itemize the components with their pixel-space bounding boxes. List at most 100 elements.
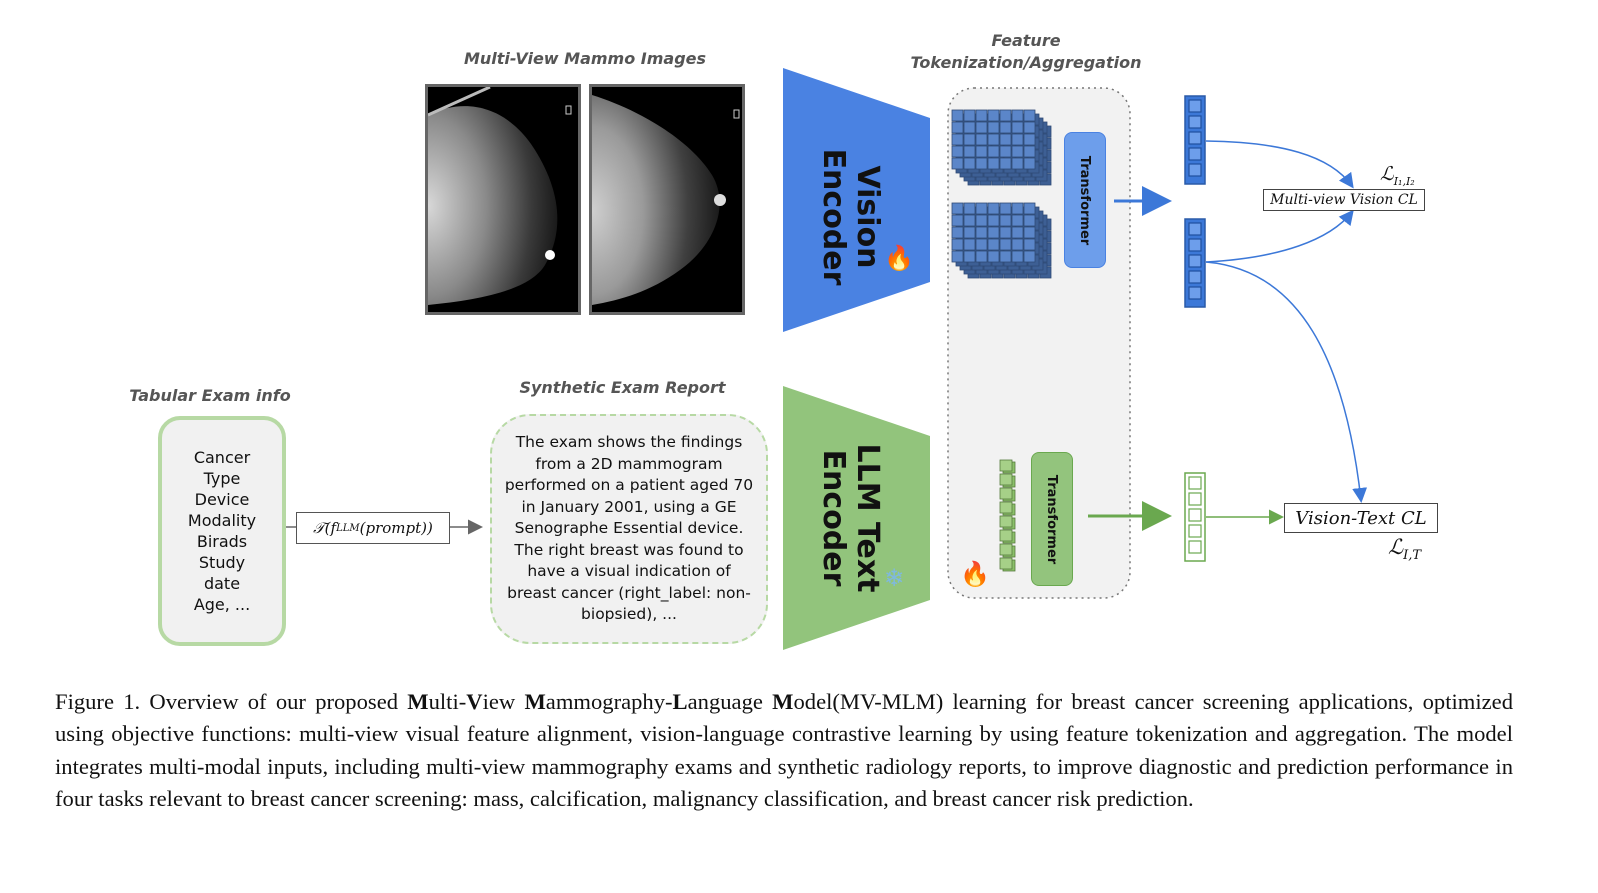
vision-cl-loss-sub: I₁,I₂ [1393,174,1415,188]
caption-t2: iew [482,689,525,714]
token-cube [951,157,964,170]
tabular-item: Birads [196,532,248,551]
token-cube [1023,250,1036,263]
caption-prefix: Figure 1. Overview of our proposed [55,689,408,714]
vision-transformer-label: Transformer [1077,155,1093,245]
token-cube [999,121,1012,134]
token-cube [963,109,976,122]
caption-t1: ulti- [428,689,467,714]
embedding-cell [1188,270,1202,284]
token-cube [999,250,1012,263]
tabular-item: Device [194,490,250,509]
fire-icon-aggregation: 🔥 [960,560,990,588]
token-cube [1011,226,1024,239]
token-cube [1023,202,1036,215]
text-encoder-shape [783,386,930,650]
token-cube [975,250,988,263]
token-cubes-view-1 [951,109,1052,186]
embedding-cell [1188,508,1202,522]
token-cube [963,226,976,239]
embedding-cell [1188,492,1202,506]
token-cube [999,157,1012,170]
token-cube [951,226,964,239]
vision1-to-vision-cl-arrow [1205,140,1354,189]
prompt-function-sup: LLM [336,522,360,534]
token-cube [975,238,988,251]
token-cube [963,250,976,263]
token-cube [1023,238,1036,251]
token-cube [963,133,976,146]
embedding-cell [1188,163,1202,177]
vision-encoder-label-line1: Vision [850,165,885,269]
text-token-stack [999,459,1016,572]
mammogram-view-1 [427,85,578,312]
token-cube [987,226,1000,239]
embedding-cell [1188,99,1202,113]
embedding-cell [1188,540,1202,554]
embedding-cell [1188,524,1202,538]
mammogram-image-1 [425,84,581,315]
token-cube [1023,157,1036,170]
embedding-cell [1188,131,1202,145]
token-cube [951,250,964,263]
text-transformer-label: Transformer [1044,474,1060,564]
token-cube [1011,133,1024,146]
token-cube [951,145,964,158]
token-cube [951,214,964,227]
figure-caption: Figure 1. Overview of our proposed Multi… [55,686,1513,815]
token-cube [951,121,964,134]
text-token [999,501,1013,514]
token-cube [1023,214,1036,227]
token-cube [999,133,1012,146]
token-cube [987,133,1000,146]
token-cube [975,109,988,122]
token-cube [963,121,976,134]
text-cl-loss-sub: I,T [1403,548,1422,564]
vision-embedding-2 [1184,218,1206,308]
caption-bold-l: L [672,689,688,714]
text-token [999,529,1013,542]
token-cube [963,202,976,215]
text-cl-loss-L: ℒ [1388,535,1404,559]
mammogram-view-2 [592,87,742,312]
vision-encoder-shape [783,68,930,332]
token-cube [1011,238,1024,251]
caption-bold-v: V [466,689,483,714]
token-cube [963,157,976,170]
caption-rest: odel(MV-MLM) learning for breast cancer … [55,689,1513,811]
token-cube [1011,145,1024,158]
tabular-item: Cancer [193,448,251,467]
token-cube [999,214,1012,227]
text-cl-label: Vision-Text CL [1295,507,1427,529]
caption-bold-m3: M [772,689,794,714]
feature-title-line1: Feature [991,31,1061,50]
token-cube [963,238,976,251]
report-text: The exam shows the findings from a 2D ma… [504,433,754,624]
text-token [999,473,1013,486]
vision-transformer-block: Transformer [1064,132,1106,268]
embedding-cell [1188,222,1202,236]
token-cube [975,226,988,239]
embedding-cell [1188,254,1202,268]
vision-cl-loss-symbol: ℒI₁,I₂ [1380,163,1415,188]
caption-bold-m2: M [524,689,546,714]
token-cube [987,250,1000,263]
token-cube [975,133,988,146]
token-cube [1023,226,1036,239]
text-transformer-block: Transformer [1031,452,1073,586]
text-cl-loss-symbol: ℒI,T [1388,535,1421,563]
vision2-to-vision-cl-arrow [1205,209,1354,263]
token-cube [1023,145,1036,158]
text-token [999,515,1013,528]
token-cube [987,109,1000,122]
vision-encoder-label: Vision Encoder [816,127,885,307]
text-encoder-label: LLM Text Encoder [816,423,885,613]
synthetic-exam-report: The exam shows the findings from a 2D ma… [490,414,768,644]
token-cube [1011,250,1024,263]
token-cube [1011,121,1024,134]
tabular-item: Age, ... [193,595,251,614]
vision-text-cl-box: Vision-Text CL [1284,503,1438,533]
tabular-item: date [203,574,241,593]
